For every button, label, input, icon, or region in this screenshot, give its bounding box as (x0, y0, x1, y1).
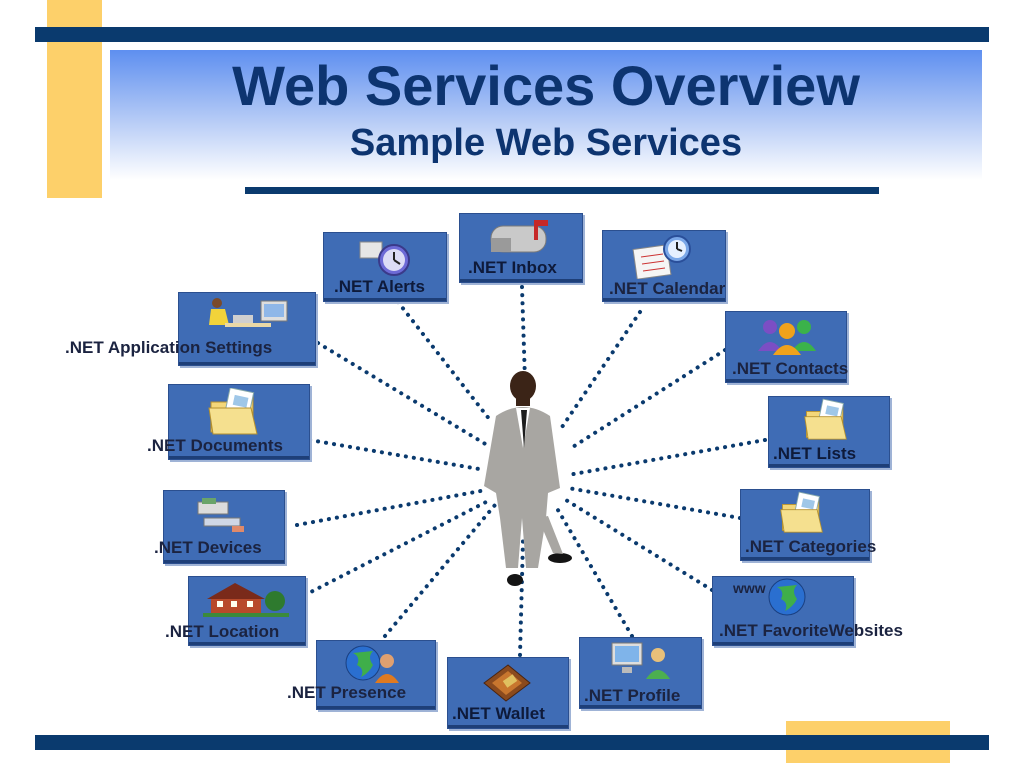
tile-label: .NET Calendar (609, 279, 726, 298)
mailbox-icon (490, 220, 548, 253)
tile-net-alerts[interactable]: .NET Alerts (323, 232, 447, 302)
tile-label: .NET Documents (147, 436, 284, 455)
business-person-image (484, 371, 572, 586)
tile-net-documents[interactable]: .NET Documents (147, 384, 310, 460)
tile-label: .NET Profile (584, 686, 681, 705)
devices-icon (197, 498, 244, 532)
tile-label: .NET Application Settings (65, 338, 273, 357)
tile-label: .NET Wallet (452, 704, 545, 723)
tile-net-location[interactable]: .NET Location (165, 576, 306, 646)
title-underline (245, 187, 879, 194)
www-text: www (732, 580, 766, 596)
wallet-icon (483, 664, 531, 702)
globe-www-icon: www (732, 578, 806, 616)
clock-alert-icon (359, 241, 410, 276)
tile-net-calendar[interactable]: .NET Calendar (602, 230, 726, 302)
bottom-rule (35, 735, 989, 750)
slide-title: Web Services Overview (232, 54, 860, 117)
folder-documents-icon (208, 388, 258, 435)
folder-lists-icon (804, 398, 847, 440)
tile-net-wallet[interactable]: .NET Wallet (447, 657, 569, 729)
tile-label: .NET Alerts (334, 277, 426, 296)
tile-label: .NET Presence (287, 683, 407, 702)
folder-categories-icon (780, 491, 823, 533)
tile-net-contacts[interactable]: .NET Contacts (725, 311, 849, 383)
house-icon (203, 583, 289, 617)
desk-worker-icon (209, 298, 288, 327)
top-rule (35, 27, 989, 42)
computer-profile-icon (611, 642, 670, 679)
tile-net-categories[interactable]: .NET Categories (740, 489, 876, 561)
tile-label: .NET Contacts (732, 359, 849, 378)
tile-label: .NET FavoriteWebsites (719, 621, 903, 640)
tile-net-application-settings[interactable]: .NET Application Settings (65, 292, 316, 366)
tile-label: .NET Lists (773, 444, 857, 463)
tile-net-favorite-websites[interactable]: www .NET FavoriteWebsites (712, 576, 903, 646)
slide-subtitle: Sample Web Services (349, 122, 743, 164)
tile-label: .NET Categories (745, 537, 877, 556)
tile-net-profile[interactable]: .NET Profile (579, 637, 702, 709)
tile-net-devices[interactable]: .NET Devices (154, 490, 285, 564)
tile-net-presence[interactable]: .NET Presence (287, 640, 436, 710)
tile-label: .NET Devices (154, 538, 262, 557)
header-gradient (110, 50, 982, 180)
tile-label: .NET Inbox (468, 258, 557, 277)
globe-person-icon (345, 645, 399, 683)
calendar-icon (632, 235, 691, 279)
tile-net-inbox[interactable]: .NET Inbox (459, 213, 583, 283)
tile-net-lists[interactable]: .NET Lists (768, 396, 890, 468)
tile-label: .NET Location (165, 622, 280, 641)
people-group-icon (758, 320, 816, 355)
